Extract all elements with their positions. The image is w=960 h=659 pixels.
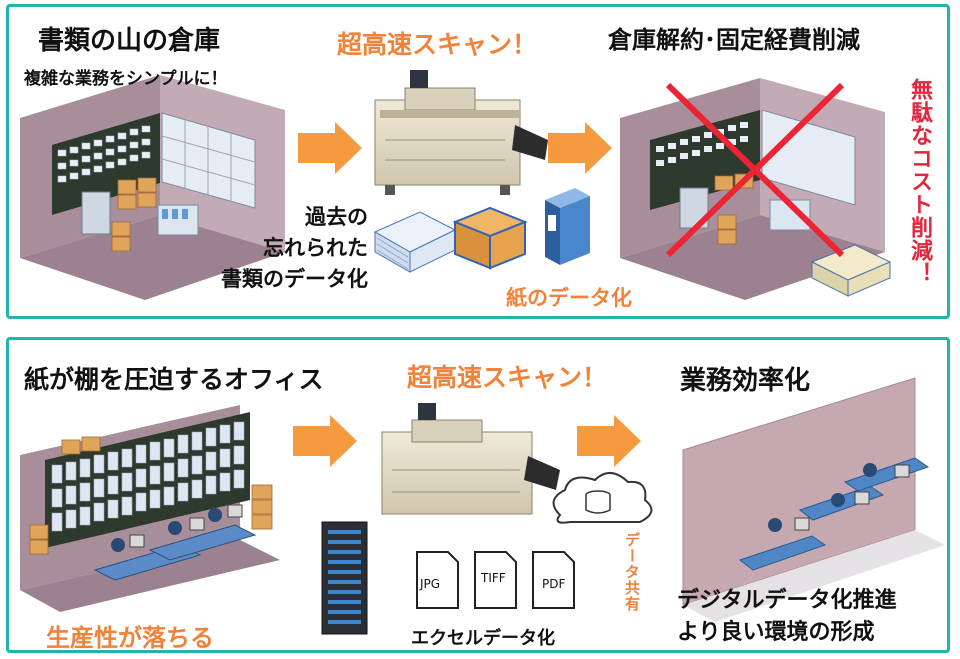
scanner-illustration-bottom	[381, 403, 560, 515]
money-bundle-icon	[810, 244, 892, 297]
side-label-cost: 無駄なコスト削減！	[907, 78, 932, 285]
arrow-right-icon	[548, 122, 612, 174]
warehouse-illustration-right	[620, 78, 892, 300]
excel-data-label: エクセルデータ化	[411, 628, 555, 649]
past-docs-line-2: 忘れられた	[263, 236, 368, 260]
file-label-jpg: JPG	[420, 577, 441, 591]
data-share-label: データ共有	[623, 532, 641, 612]
box-icon	[452, 206, 528, 270]
file-label-tiff: TIFF	[481, 571, 506, 585]
subtitle-simplify: 複雑な業務をシンプルに！	[24, 69, 228, 89]
title-crowded-office: 紙が棚を圧迫するオフィス	[24, 365, 324, 394]
scan-label-bottom: 超高速スキャン！	[407, 363, 608, 392]
paper-stack-icon	[373, 211, 457, 273]
cloud-database-icon	[552, 472, 653, 524]
title-efficiency: 業務効率化	[680, 366, 811, 396]
digitalization-text: デジタルデータ化推進 より良い環境の形成	[677, 585, 897, 649]
productivity-drop-label: 生産性が落ちる	[46, 624, 214, 652]
past-docs-text: 過去の 忘れられた 書類のデータ化	[198, 202, 368, 295]
arrow-right-icon	[293, 415, 357, 467]
title-warehouse: 書類の山の倉庫	[38, 26, 221, 56]
past-docs-line-3: 書類のデータ化	[221, 267, 368, 291]
arrow-right-icon	[577, 415, 641, 467]
warehouse-illustration-left	[20, 75, 285, 300]
file-label-pdf: PDF	[542, 577, 566, 591]
past-docs-line-1: 過去の	[305, 205, 368, 229]
scan-label-top: 超高速スキャン！	[337, 30, 538, 59]
efficient-office-illustration	[682, 377, 945, 622]
digital-line-1: デジタルデータ化推進	[677, 588, 897, 613]
file-type-icons	[416, 551, 575, 609]
title-cost-reduction: 倉庫解約･固定経費削減	[608, 26, 860, 54]
arrow-right-icon	[298, 122, 362, 174]
paper-data-label: 紙のデータ化	[506, 286, 632, 310]
crowded-office-illustration	[20, 405, 280, 612]
digital-line-2: より良い環境の形成	[677, 620, 875, 645]
scanner-illustration	[374, 70, 548, 195]
binder-icon	[545, 188, 590, 265]
server-rack-icon	[321, 521, 368, 635]
